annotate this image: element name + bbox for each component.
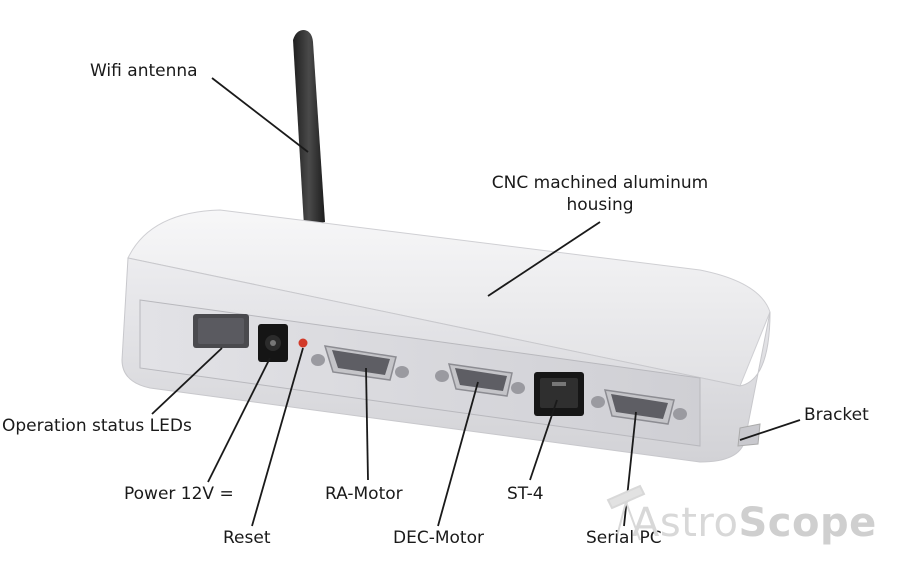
label-wifi-antenna: Wifi antenna xyxy=(90,61,198,81)
label-bracket: Bracket xyxy=(804,405,869,425)
wifi-antenna-part xyxy=(293,30,325,226)
label-housing-line2: housing xyxy=(566,195,634,215)
callout-line-housing xyxy=(487,221,601,297)
label-ra-motor: RA-Motor xyxy=(325,484,403,504)
callout-line-wifi xyxy=(211,77,309,153)
label-status-leds: Operation status LEDs xyxy=(2,416,192,436)
label-serial-pc: Serial PC xyxy=(586,528,662,548)
telescope-logo-icon xyxy=(606,484,646,541)
label-st4: ST-4 xyxy=(507,484,544,504)
astroscope-watermark: AstroScope xyxy=(632,500,877,546)
st4-port xyxy=(534,372,584,416)
label-reset: Reset xyxy=(223,528,271,548)
dec-motor-port xyxy=(435,363,525,397)
status-led-display xyxy=(193,314,249,348)
callout-lines xyxy=(151,77,801,527)
callout-line-bracket xyxy=(739,419,801,441)
callout-line-dec-motor xyxy=(437,381,479,527)
label-dec-motor: DEC-Motor xyxy=(393,528,484,548)
bracket-part xyxy=(737,423,761,447)
serial-pc-port xyxy=(591,389,687,425)
housing-top xyxy=(127,209,771,387)
watermark-part2: Scope xyxy=(738,500,877,546)
label-housing-line1: CNC machined aluminum xyxy=(491,173,709,193)
watermark-part1: Astro xyxy=(632,500,739,546)
power-jack xyxy=(258,324,288,362)
callout-line-serial-pc xyxy=(623,411,637,527)
callout-line-status-leds xyxy=(151,347,223,415)
callout-line-ra-motor xyxy=(365,367,369,481)
callout-line-power xyxy=(207,357,271,483)
label-power: Power 12V = xyxy=(124,484,234,504)
ra-motor-port xyxy=(311,345,409,381)
reset-led xyxy=(298,338,308,348)
callout-line-reset xyxy=(251,347,304,527)
callout-line-st4 xyxy=(529,399,558,481)
